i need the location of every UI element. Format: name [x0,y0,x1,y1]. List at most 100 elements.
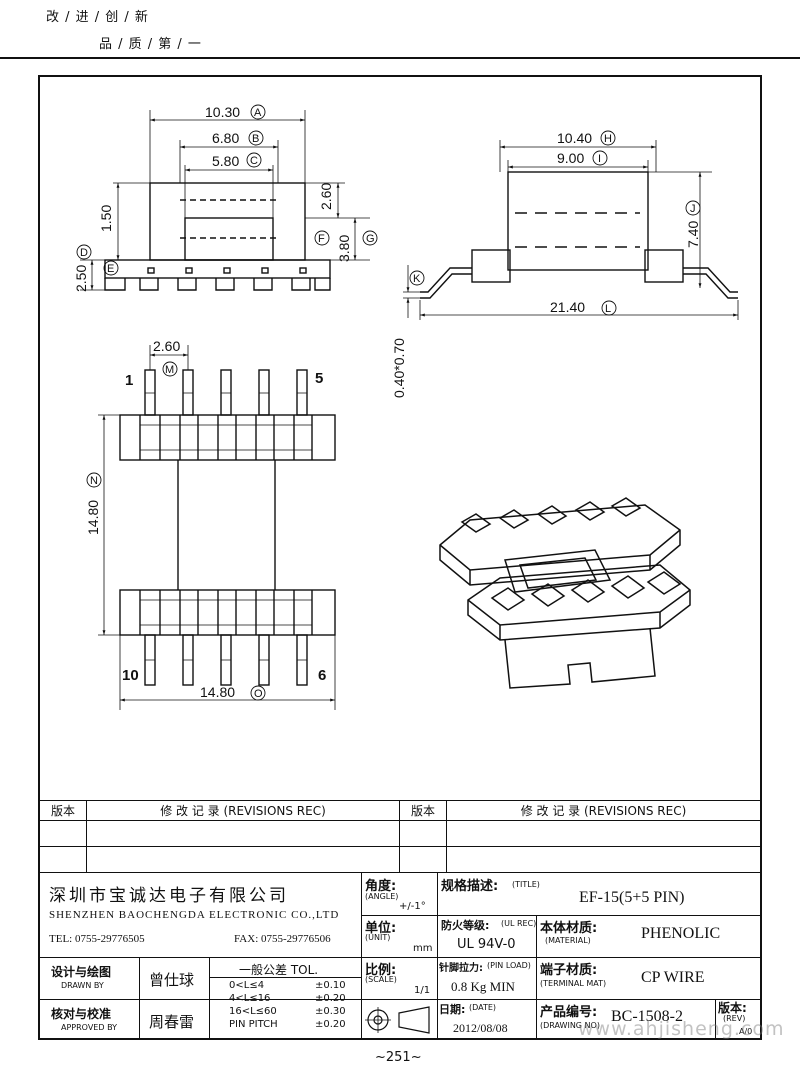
scale-label-en: (SCALE) [365,975,397,984]
dim-B: 6.80 [212,130,239,146]
drawn-name: 曾仕球 [149,973,195,989]
rev-value: A/0 [739,1027,753,1036]
marker-K: K [409,270,425,286]
pin-label-6: 6 [318,667,326,684]
marker-N: N [86,472,102,488]
title-label: 规格描述: [441,879,499,894]
svg-text:L: L [605,303,611,315]
top-view [98,345,336,710]
dim-O: 14.80 [200,684,235,700]
company-name-cn: 深圳市宝诚达电子有限公司 [49,886,289,905]
unit-label-en: (UNIT) [365,933,391,942]
tolerance-row: 16<L≤60±0.30 [229,1006,346,1017]
marker-G: G [362,230,378,246]
dim-F: 2.60 [318,183,334,210]
tolerance-table: 0<L≤4±0.10 4<L≤16±0.20 16<L≤60±0.30 PIN … [229,979,346,1031]
svg-text:D: D [80,247,88,259]
svg-text:C: C [250,155,258,167]
angle-label: 角度: [365,879,397,894]
dim-H: 10.40 [557,130,592,146]
company-name-en: SHENZHEN BAOCHENGDA ELECTRONIC CO.,LTD [49,909,340,921]
terminal-label: 端子材质: [540,963,598,978]
marker-F: F [314,230,330,246]
tolerance-title: 一般公差 TOL. [239,963,319,977]
svg-text:M: M [165,364,174,376]
svg-text:H: H [604,133,612,145]
pin-load-label-en: (PIN LOAD) [487,961,531,970]
dim-A: 10.30 [205,104,240,120]
side-view [403,140,739,320]
marker-O: O [250,685,266,701]
dim-E: 2.50 [73,265,89,292]
marker-M: M [162,361,178,377]
dim-N: 14.80 [85,500,101,535]
dim-K: 0.40*0.70 [391,338,407,398]
marker-H: H [600,130,616,146]
drawing-no-value: BC-1508-2 [611,1008,683,1025]
pin-load-value: 0.8 Kg MIN [451,979,515,994]
angle-value: +/-1° [399,901,426,912]
svg-text:K: K [413,273,421,285]
angle-label-en: (ANGLE) [365,892,399,901]
front-view [80,110,370,291]
pin-label-1: 1 [125,372,133,389]
terminal-label-en: (TERMINAL MAT) [540,979,607,988]
svg-text:E: E [107,263,114,275]
svg-text:A: A [254,107,262,119]
projection-symbol-icon [365,1006,430,1034]
pin-load-label: 针脚拉力: [439,963,483,974]
revision-col-version-2: 版本 [399,800,447,821]
marker-B: B [248,130,264,146]
pin-label-5: 5 [315,370,323,387]
tolerance-row: 0<L≤4±0.10 [229,980,346,991]
page-number: ~251~ [375,1050,422,1065]
pin-label-10: 10 [122,667,139,684]
revision-col-version: 版本 [39,800,87,821]
tolerance-row: 4<L≤16±0.20 [229,993,346,1004]
drawing-no-label-en: (DRAWING NO) [540,1021,600,1030]
drawing-no-label: 产品编号: [540,1005,598,1020]
ul-label-en: (UL REC) [501,919,537,928]
marker-E: E [103,260,119,276]
tolerance-row: PIN PITCH±0.20 [229,1019,346,1030]
dim-L: 21.40 [550,299,585,315]
marker-C: C [246,152,262,168]
date-label-en: (DATE) [469,1003,497,1012]
unit-value: mm [413,943,433,954]
dim-M: 2.60 [153,338,180,354]
title-value: EF-15(5+5 PIN) [579,889,685,906]
ul-label: 防火等级: [441,919,490,932]
scale-value: 1/1 [414,985,431,996]
dim-D: 1.50 [98,205,114,232]
marker-A: A [250,104,266,120]
title-block: 深圳市宝诚达电子有限公司 SHENZHEN BAOCHENGDA ELECTRO… [39,872,761,1040]
dim-I: 9.00 [557,150,584,166]
revision-col-record-2: 修 改 记 录 (REVISIONS REC) [446,800,761,821]
svg-text:N: N [90,475,98,487]
svg-text:I: I [598,153,601,165]
svg-text:J: J [690,203,696,215]
date-label: 日期: [439,1003,466,1016]
slogan-line-2: 品 / 质 / 第 / 一 [99,37,202,52]
isometric-view [439,497,691,689]
dim-C: 5.80 [212,153,239,169]
svg-text:O: O [254,688,263,700]
revision-col-record: 修 改 记 录 (REVISIONS REC) [86,800,400,821]
material-label: 本体材质: [540,921,598,936]
date-value: 2012/08/08 [453,1021,508,1035]
ul-value: UL 94V-0 [457,937,516,952]
company-tel: TEL: 0755-29776505 [49,933,145,945]
approved-label-en: APPROVED BY [61,1023,118,1032]
scale-label: 比例: [365,963,397,978]
approved-label: 核对与校准 [51,1007,112,1021]
marker-I: I [592,150,608,166]
svg-text:G: G [366,233,375,245]
dim-J: 7.40 [685,221,701,248]
revision-table: 版本 修 改 记 录 (REVISIONS REC) 版本 修 改 记 录 (R… [39,800,761,873]
header-rule [0,57,800,59]
unit-label: 单位: [365,921,397,936]
watermark-text: www.ahjisheng.com [578,1018,785,1040]
marker-J: J [685,200,701,216]
terminal-value: CP WIRE [641,969,705,986]
approved-name: 周春雷 [149,1015,195,1031]
